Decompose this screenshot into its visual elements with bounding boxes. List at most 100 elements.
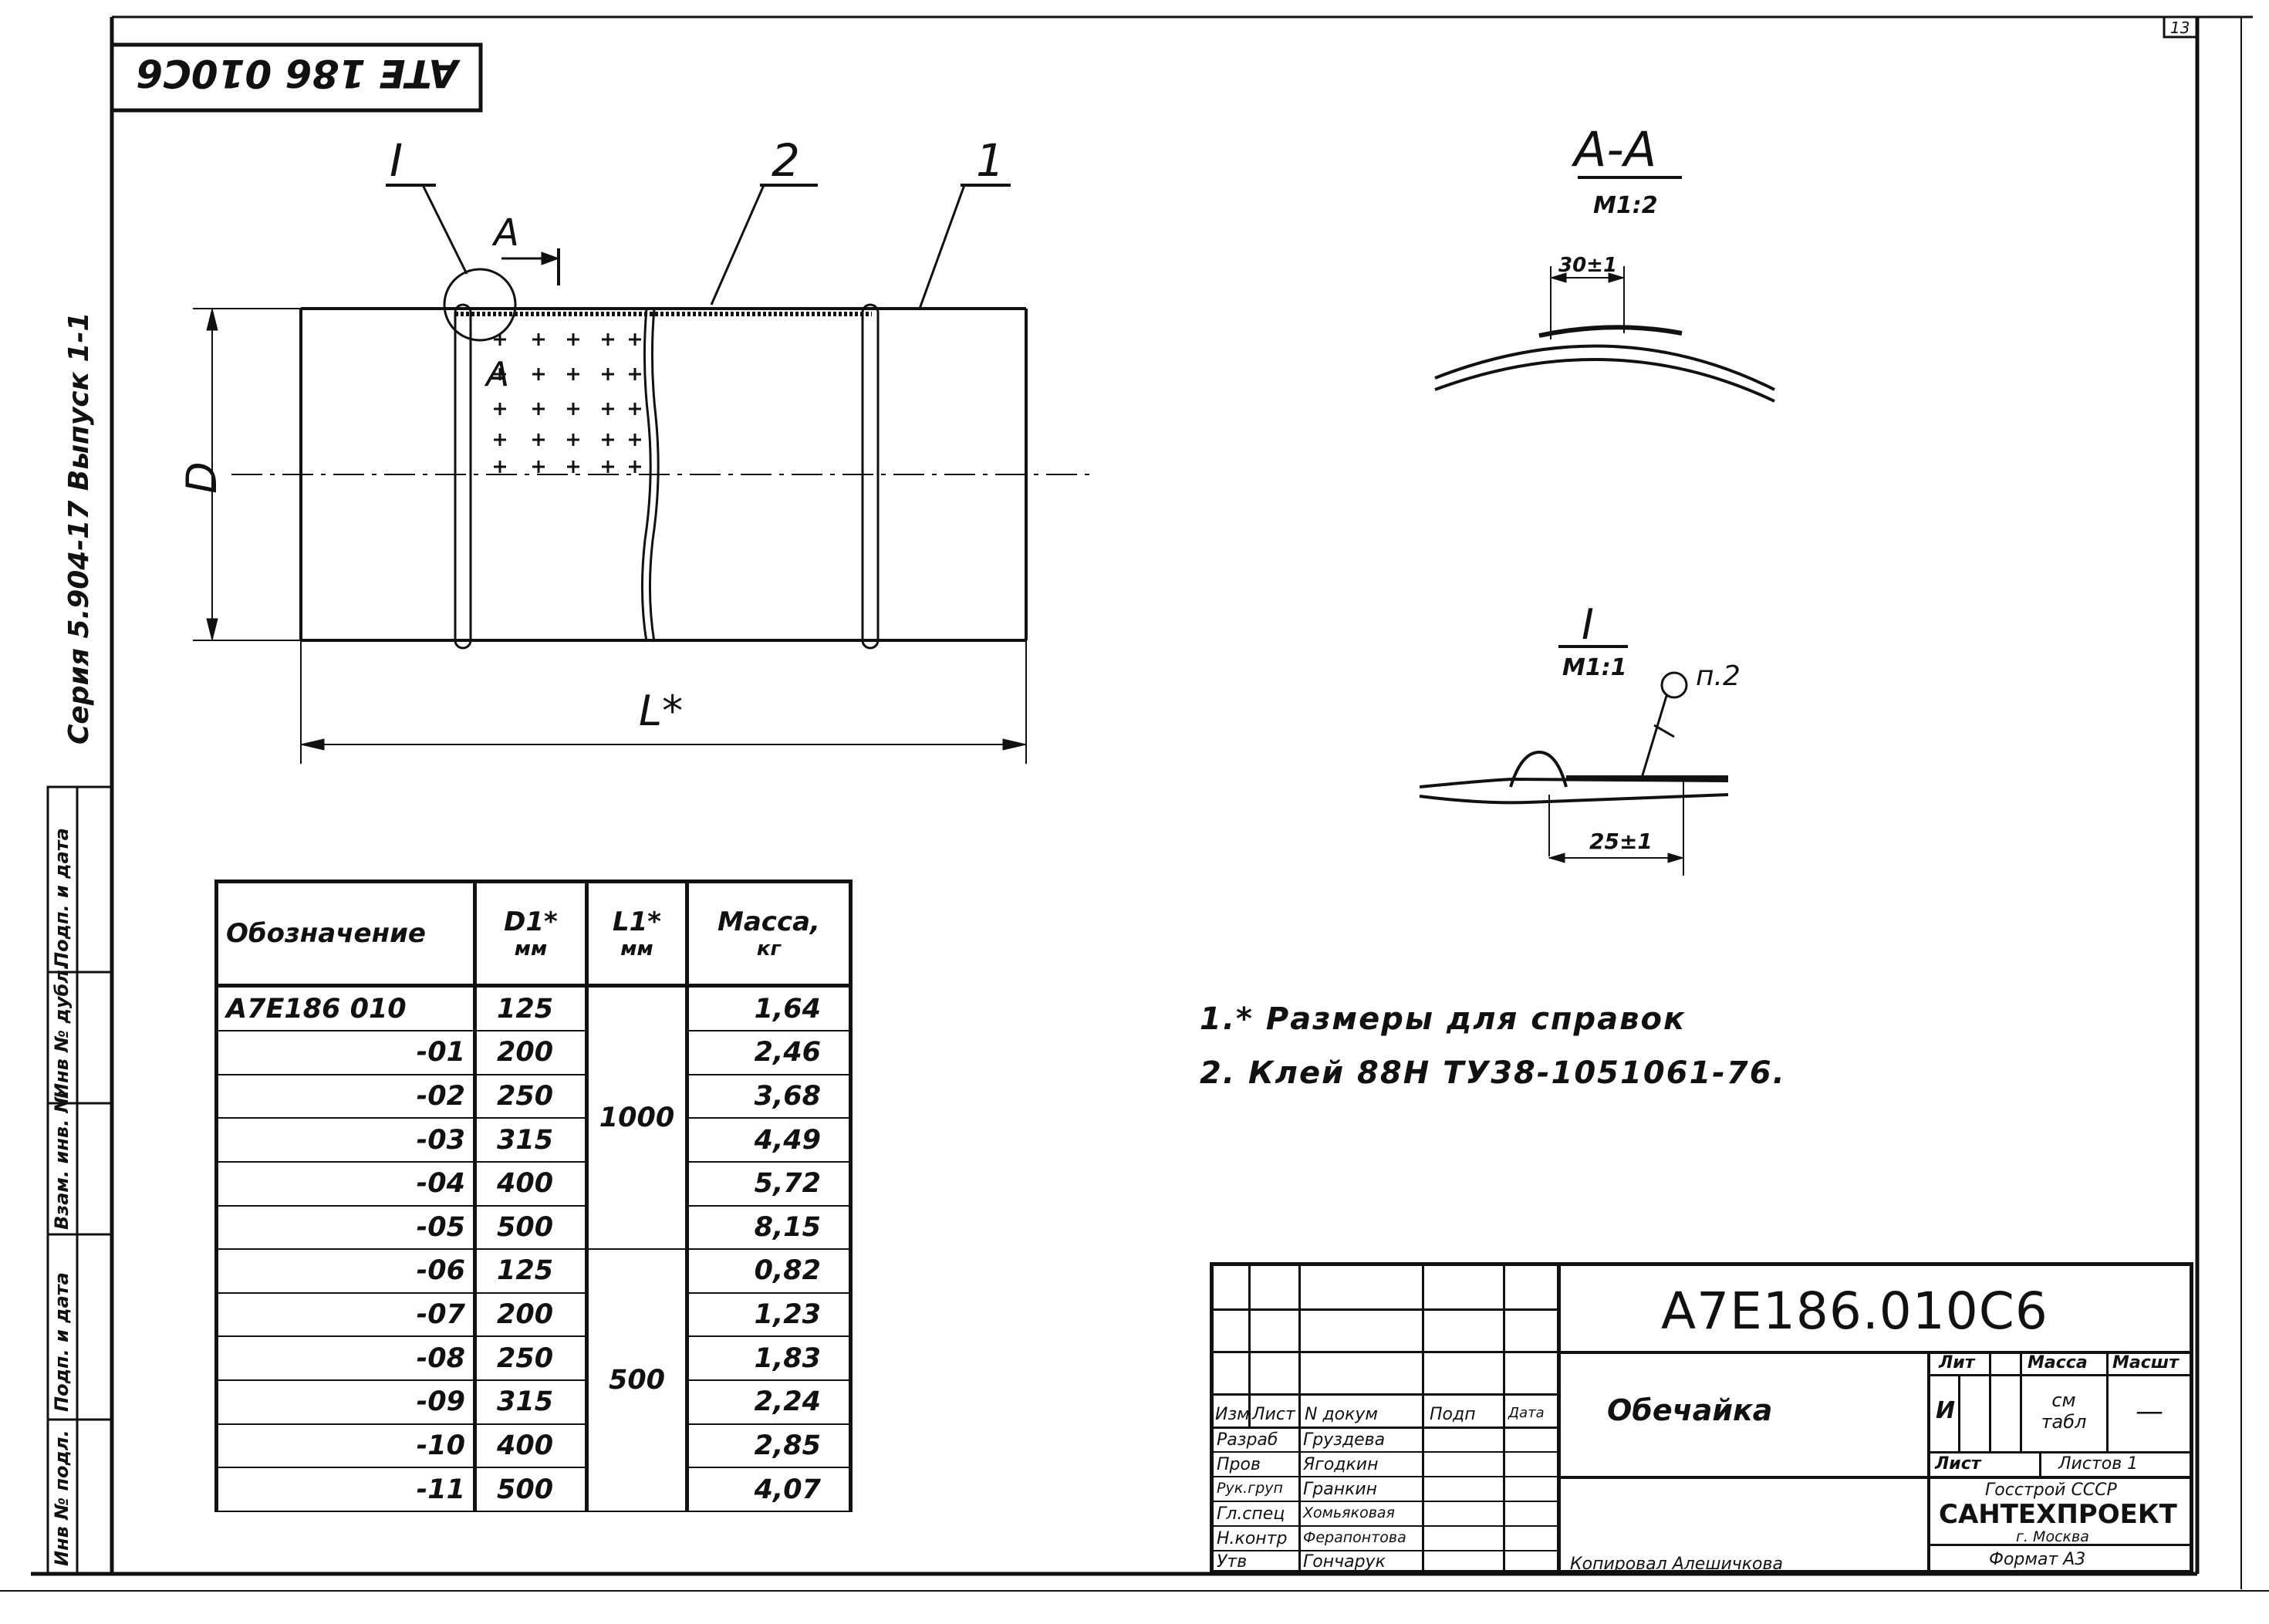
cell-d1: 250 — [473, 1073, 589, 1119]
part-name: Обечайка — [1607, 1393, 1773, 1427]
header-mass: Масса,кг — [685, 880, 853, 988]
name-utv: Гончарук — [1303, 1552, 1386, 1572]
header-l1-label: L1* — [612, 907, 662, 937]
spec-table: Обозначение D1*мм L1*мм Масса,кг A7E186 … — [214, 880, 853, 1512]
cell-designation: -02 — [214, 1073, 477, 1119]
cylinder-drawing — [193, 184, 1096, 764]
adhesive-pattern — [494, 333, 641, 473]
lit-value: И — [1936, 1397, 1956, 1424]
cell-mass: 4,49 — [685, 1117, 853, 1163]
cell-mass: 1,83 — [685, 1335, 853, 1382]
sheets-label: Листов 1 — [2058, 1454, 2139, 1474]
cell-designation: -03 — [214, 1117, 477, 1163]
cell-mass: 1,64 — [685, 984, 853, 1032]
cell-length-group-1000: 1000 — [585, 984, 689, 1251]
cell-d1: 250 — [473, 1335, 589, 1382]
sign-header-doc: N докум — [1305, 1405, 1379, 1424]
role-razrab: Разраб — [1217, 1430, 1278, 1450]
cell-designation: -11 — [214, 1467, 477, 1512]
section-mark-top: A — [491, 211, 519, 255]
sheet-number: 13 — [2170, 19, 2190, 37]
org-city: г. Москва — [2016, 1528, 2089, 1545]
note-2: 2. Клей 88Н ТУ38-1051061-76. — [1200, 1055, 1786, 1091]
role-prov: Пров — [1217, 1455, 1261, 1474]
cell-d1: 500 — [473, 1467, 589, 1512]
cell-designation: -10 — [214, 1423, 477, 1469]
cell-mass: 0,82 — [685, 1248, 853, 1294]
cell-mass: 5,72 — [685, 1160, 853, 1207]
cell-d1: 315 — [473, 1379, 589, 1425]
cell-mass: 2,85 — [685, 1423, 853, 1469]
role-ruk-grup: Рук.груп — [1217, 1480, 1283, 1497]
detail-i-drawing — [1419, 645, 1729, 876]
cell-length-group-500: 500 — [585, 1248, 689, 1512]
cell-designation: -07 — [214, 1291, 477, 1338]
header-mass-unit: кг — [756, 937, 782, 961]
cell-mass: 2,24 — [685, 1379, 853, 1425]
name-razrab: Груздева — [1303, 1430, 1386, 1450]
left-stamp-grid — [46, 785, 113, 1575]
label-scale: Масшт — [2112, 1353, 2179, 1372]
cell-d1: 125 — [473, 984, 589, 1032]
document-code: A7E186.010C6 — [1661, 1281, 2048, 1341]
cell-mass: 3,68 — [685, 1073, 853, 1119]
label-lit: Лит — [1939, 1353, 1975, 1372]
sign-header-izm: Изм — [1215, 1405, 1250, 1424]
section-mark-inner: A — [484, 355, 509, 394]
series-label: Серия 5.904-17 Выпуск 1-1 — [63, 312, 95, 744]
org-ministry: Госстрой СССР — [1985, 1481, 2117, 1500]
note-1: 1.* Размеры для справок — [1200, 1001, 1687, 1037]
cell-mass: 2,46 — [685, 1030, 853, 1075]
copied-by: Копировал Алешичкова — [1570, 1555, 1783, 1574]
cell-d1: 200 — [473, 1030, 589, 1075]
org-name: САНТЕХПРОЕКТ — [1939, 1499, 2177, 1530]
label-mass: Масса — [2028, 1353, 2088, 1372]
cell-d1: 500 — [473, 1204, 589, 1251]
cell-d1: 315 — [473, 1117, 589, 1163]
name-prov: Ягодкин — [1303, 1455, 1379, 1474]
header-d1-label: D1* — [504, 907, 558, 937]
cell-mass: 4,07 — [685, 1467, 853, 1512]
role-gl-spec: Гл.спец — [1217, 1504, 1285, 1524]
stamp-podp-data-1: Подп. и дата — [51, 1272, 73, 1412]
section-aa-title: A-A — [1571, 121, 1656, 177]
detail-i-weld-note: п.2 — [1696, 660, 1741, 692]
spec-table-header: Обозначение D1*мм L1*мм Масса,кг — [214, 880, 853, 988]
title-block: Изм Лист N докум Подп Дата Разраб Грузде… — [1210, 1262, 2193, 1574]
cell-designation: -01 — [214, 1030, 477, 1075]
header-mass-label: Масса, — [718, 907, 820, 937]
callout-2: 2 — [772, 134, 800, 187]
scale-value: — — [2136, 1396, 2163, 1427]
mass-value: см табл — [2041, 1389, 2087, 1433]
designation-stamp-text: ATE 186 010C6 — [136, 51, 458, 96]
sign-header-data: Дата — [1508, 1405, 1545, 1421]
cell-d1: 125 — [473, 1248, 589, 1294]
header-l1-unit: мм — [620, 937, 653, 961]
header-designation: Обозначение — [214, 880, 477, 988]
role-n-kontr: Н.контр — [1217, 1529, 1288, 1548]
header-d1-unit: мм — [514, 937, 548, 961]
cell-d1: 400 — [473, 1423, 589, 1469]
name-n-kontr: Ферапонтова — [1303, 1529, 1406, 1546]
name-ruk-grup: Гранкин — [1303, 1480, 1378, 1499]
designation-stamp-box — [110, 42, 483, 113]
cell-designation: -09 — [214, 1379, 477, 1425]
cell-designation: -06 — [214, 1248, 477, 1294]
cell-d1: 400 — [473, 1160, 589, 1207]
cell-mass: 8,15 — [685, 1204, 853, 1251]
section-aa-scale: M1:2 — [1593, 192, 1658, 219]
cell-mass: 1,23 — [685, 1291, 853, 1338]
sign-header-list: Лист — [1252, 1405, 1295, 1424]
role-utv: Утв — [1217, 1552, 1248, 1572]
dimension-l-label: L* — [639, 687, 683, 735]
